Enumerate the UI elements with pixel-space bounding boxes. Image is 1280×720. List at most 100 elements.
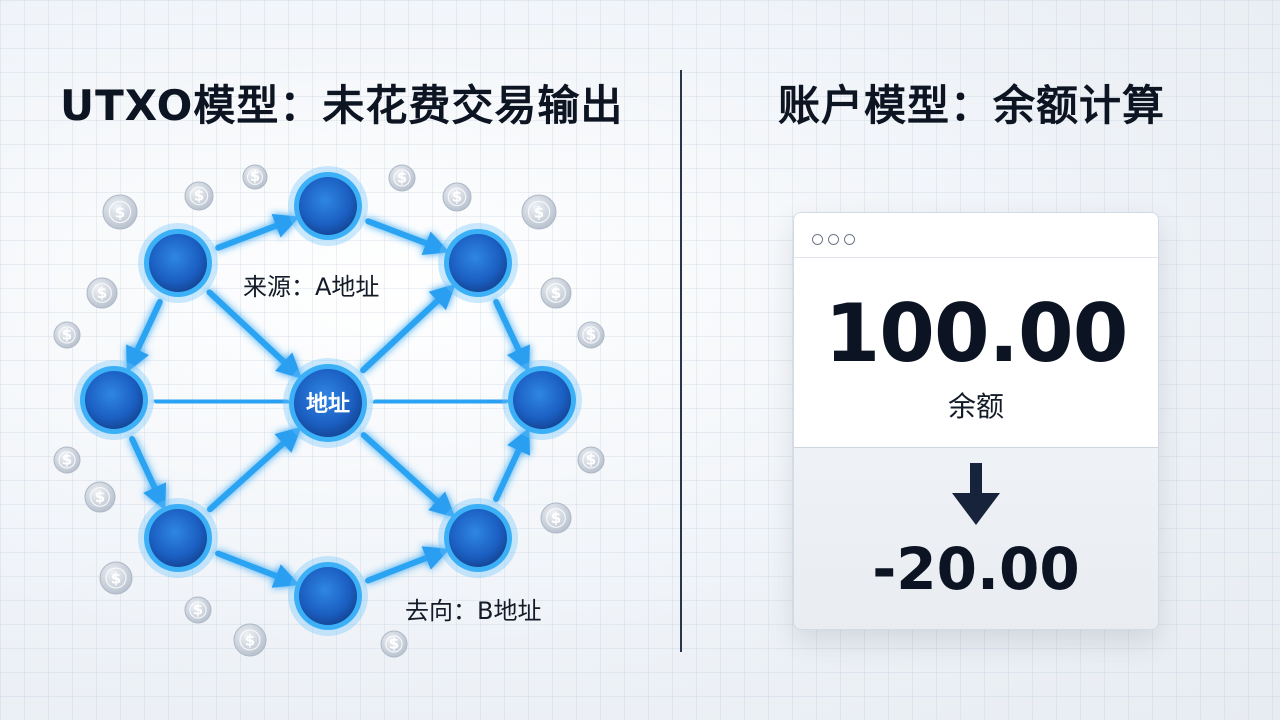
coin-ring (90, 487, 110, 507)
transaction-arrow (493, 427, 531, 502)
transaction-arrow (126, 298, 163, 373)
coin-symbol: $ (534, 204, 544, 222)
coin-body (577, 446, 605, 474)
coin-body (102, 194, 138, 230)
coin-body (442, 182, 472, 212)
balance-value: 100.00 (824, 287, 1129, 380)
coin-icon: $ (540, 502, 572, 534)
utxo-node (138, 223, 218, 303)
node-core (149, 509, 207, 567)
coin-symbol: $ (397, 168, 407, 186)
coin-body (233, 623, 267, 657)
coin-ring (546, 283, 566, 303)
coin-body (84, 481, 116, 513)
coin-icon: $ (86, 277, 118, 309)
node-core (149, 234, 207, 292)
window-dot (812, 234, 823, 245)
utxo-node (502, 360, 582, 440)
coin-symbol: $ (97, 284, 107, 302)
utxo-node (288, 166, 368, 246)
coin-symbol: $ (62, 325, 72, 343)
transaction-arrow (206, 289, 303, 379)
coin-ring (239, 629, 261, 651)
transaction-arrow (215, 213, 300, 251)
coin-ring (527, 200, 551, 224)
coin-symbol: $ (586, 450, 596, 468)
coin-ring (189, 601, 207, 619)
window-dot (828, 234, 839, 245)
coin-body (53, 321, 81, 349)
coin-ring (246, 168, 264, 186)
coin-symbol: $ (95, 488, 105, 506)
coin-icon: $ (380, 630, 408, 658)
transaction-arrow (206, 426, 302, 513)
coin-icon: $ (99, 561, 133, 595)
utxo-node (74, 360, 154, 440)
transaction-arrow (360, 432, 456, 518)
coin-ring (92, 283, 112, 303)
coin-body (540, 277, 572, 309)
utxo-network-diagram: $$$$$$$$$$$$$$$$$$ 地址 来源：A地址 去向：B地址 (53, 164, 605, 658)
coin-symbol: $ (62, 450, 72, 468)
coin-icon: $ (53, 446, 81, 474)
center-label: 地址 (306, 392, 350, 417)
utxo-node (438, 223, 518, 303)
coin-ring (58, 451, 76, 469)
coin-symbol: $ (551, 509, 561, 527)
coin-symbol: $ (193, 600, 203, 618)
window-dot (844, 234, 855, 245)
section-divider (680, 70, 682, 652)
coin-ring (58, 326, 76, 344)
utxo-node (438, 498, 518, 578)
utxo-node (138, 498, 218, 578)
node-core (299, 567, 357, 625)
coin-icon: $ (521, 194, 557, 230)
window-dots-icon (812, 230, 860, 249)
transaction-arrow (360, 283, 456, 374)
coin-ring (189, 186, 209, 206)
node-core (85, 371, 143, 429)
coin-icon: $ (577, 446, 605, 474)
coin-symbol: $ (194, 187, 204, 205)
coin-ring (582, 326, 600, 344)
transaction-arrow (493, 298, 530, 373)
titlebar-divider (794, 257, 1158, 258)
transaction-arrow (372, 388, 512, 414)
coin-symbol: $ (111, 569, 121, 587)
coin-body (242, 164, 268, 190)
transaction-arrow (365, 218, 450, 256)
coin-icon: $ (84, 481, 116, 513)
utxo-title: UTXO模型：未花费交易输出 (60, 81, 624, 130)
coin-body (577, 321, 605, 349)
transaction-arrow (129, 436, 167, 511)
coin-body (380, 630, 408, 658)
coin-ring (108, 200, 132, 224)
balance-panel: 100.00 余额 (794, 213, 1158, 448)
center-address-node: 地址 (283, 358, 373, 448)
coin-body (184, 596, 212, 624)
transaction-arrow (153, 389, 293, 415)
dest-label: 去向：B地址 (405, 597, 541, 625)
node-core (299, 177, 357, 235)
coin-body (53, 446, 81, 474)
down-arrow-icon (952, 463, 1000, 525)
coin-symbol: $ (551, 284, 561, 302)
coin-ring (105, 567, 127, 589)
coin-icon: $ (242, 164, 268, 190)
coin-symbol: $ (389, 634, 399, 652)
coin-body (540, 502, 572, 534)
node-core (513, 371, 571, 429)
balance-label: 余额 (947, 390, 1004, 423)
coin-icon: $ (53, 321, 81, 349)
coin-icon: $ (388, 164, 416, 192)
coin-body (521, 194, 557, 230)
coin-ring (582, 451, 600, 469)
account-title: 账户模型：余额计算 (778, 81, 1166, 130)
coin-icon: $ (540, 277, 572, 309)
coin-symbol: $ (115, 204, 125, 222)
transaction-arrow (215, 550, 300, 588)
delta-value: -20.00 (872, 535, 1080, 603)
coin-icon: $ (577, 321, 605, 349)
node-core (449, 509, 507, 567)
source-label: 来源：A地址 (243, 273, 379, 301)
